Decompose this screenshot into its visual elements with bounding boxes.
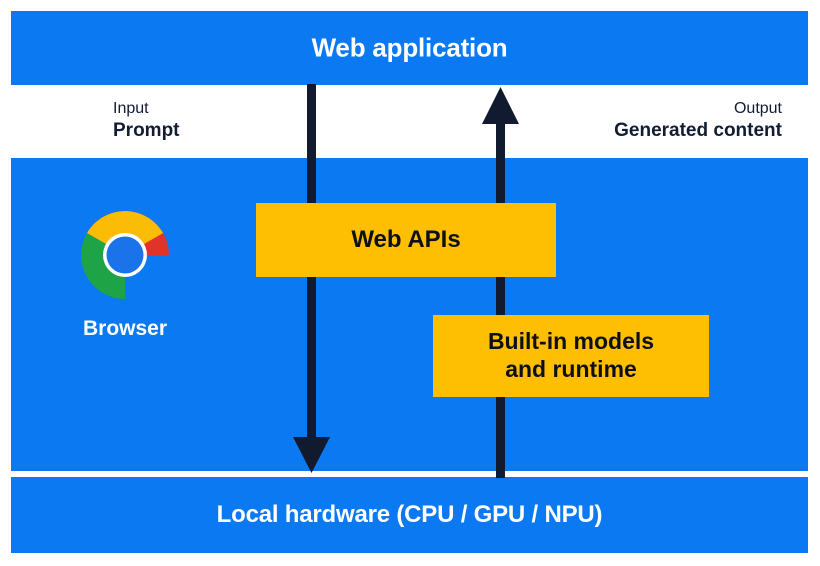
- band-web-application: Web application: [11, 11, 808, 85]
- box-built-in-models[interactable]: Built-in models and runtime: [433, 315, 709, 397]
- caption-output: Output Generated content: [614, 99, 782, 142]
- box-built-in-models-line2: and runtime: [505, 356, 637, 382]
- box-built-in-models-text: Built-in models and runtime: [488, 328, 654, 383]
- band-web-application-label: Web application: [311, 32, 508, 63]
- input-value-label: Prompt: [113, 119, 180, 141]
- band-local-hardware: Local hardware (CPU / GPU / NPU): [11, 477, 808, 553]
- box-web-apis-label: Web APIs: [351, 226, 461, 253]
- output-value-label: Generated content: [614, 119, 782, 141]
- band-local-hardware-label: Local hardware (CPU / GPU / NPU): [216, 501, 603, 528]
- browser-block: Browser: [60, 211, 190, 341]
- chrome-logo-icon: [81, 211, 169, 299]
- input-kind-label: Input: [113, 100, 149, 117]
- box-web-apis[interactable]: Web APIs: [256, 203, 556, 277]
- caption-input: Input Prompt: [113, 99, 180, 142]
- output-kind-label: Output: [733, 100, 782, 117]
- box-built-in-models-line1: Built-in models: [487, 328, 655, 355]
- browser-label: Browser: [82, 317, 168, 340]
